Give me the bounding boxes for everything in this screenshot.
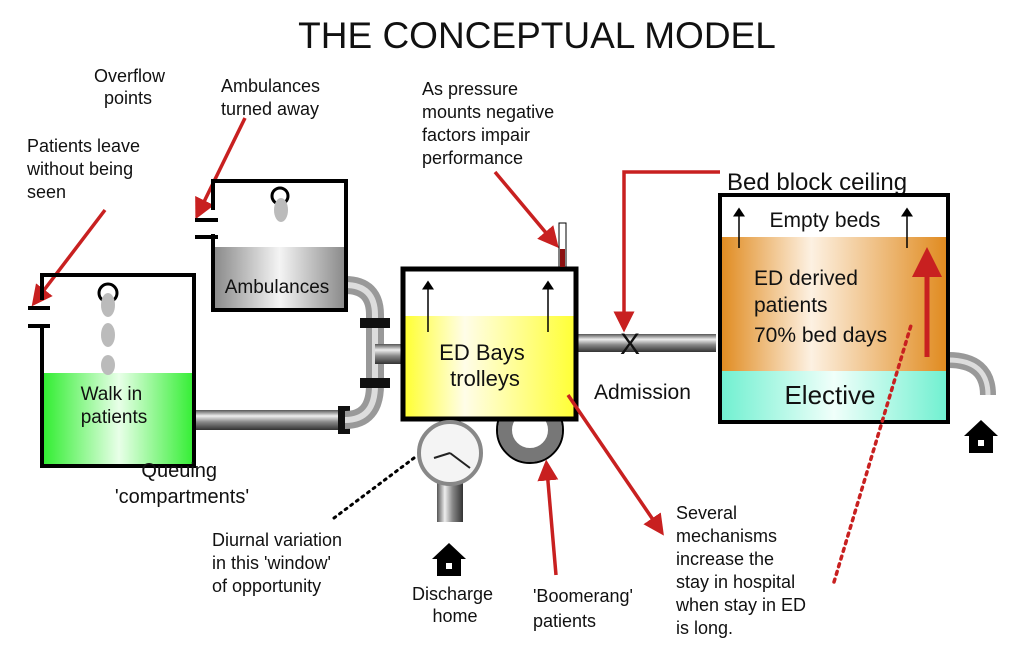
pipes — [195, 276, 996, 522]
ambulances-compartment: Ambulances — [195, 179, 348, 312]
empty-beds-label: Empty beds — [770, 209, 881, 232]
patients-leave-label: Patients leave without being seen — [26, 136, 145, 202]
clock-icon — [417, 420, 483, 486]
boomerang-arrow — [537, 459, 559, 576]
diagram-title: THE CONCEPTUAL MODEL — [298, 15, 776, 56]
bed-block-ceiling-label: Bed block ceiling — [727, 169, 907, 196]
diurnal-label: Diurnal variation in this 'window' of op… — [212, 530, 347, 596]
ed-bays-compartment: ED Bays trolleys — [400, 222, 579, 422]
diurnal-pointer — [332, 453, 420, 520]
ambulances-turned-away-label: Ambulances turned away — [221, 76, 325, 119]
queuing-label: Queuing 'compartments' — [115, 460, 249, 508]
pressure-arrow — [493, 170, 559, 249]
blocked-x: X — [620, 328, 640, 361]
leave-arrow — [31, 208, 107, 307]
walk-in-compartment: Walk in patients — [28, 273, 196, 468]
discharge-home-icon — [432, 543, 466, 576]
overflow-points-label: Overflow points — [94, 66, 170, 108]
mechanisms-dotted-link — [832, 320, 914, 584]
hospital-beds-compartment: Empty beds ED derived patients 70% bed d… — [718, 193, 950, 424]
turned-away-arrow — [195, 117, 247, 220]
ed-derived-label: ED derived patients 70% bed days — [754, 267, 887, 347]
ambulances-label: Ambulances — [225, 277, 330, 298]
walk-in-label: Walk in patients — [81, 384, 148, 428]
boomerang-label: 'Boomerang' patients — [533, 586, 638, 631]
mechanisms-arrow — [566, 394, 664, 536]
home-icon — [964, 420, 998, 453]
pressure-note: As pressure mounts negative factors impa… — [422, 79, 559, 168]
admission-label: Admission — [594, 381, 691, 404]
bed-block-arrow — [613, 170, 720, 333]
discharge-home-label: Discharge home — [412, 584, 498, 626]
mechanisms-label: Several mechanisms increase the stay in … — [675, 503, 811, 638]
elective-label: Elective — [784, 380, 875, 410]
ed-bays-label: ED Bays trolleys — [439, 340, 531, 391]
